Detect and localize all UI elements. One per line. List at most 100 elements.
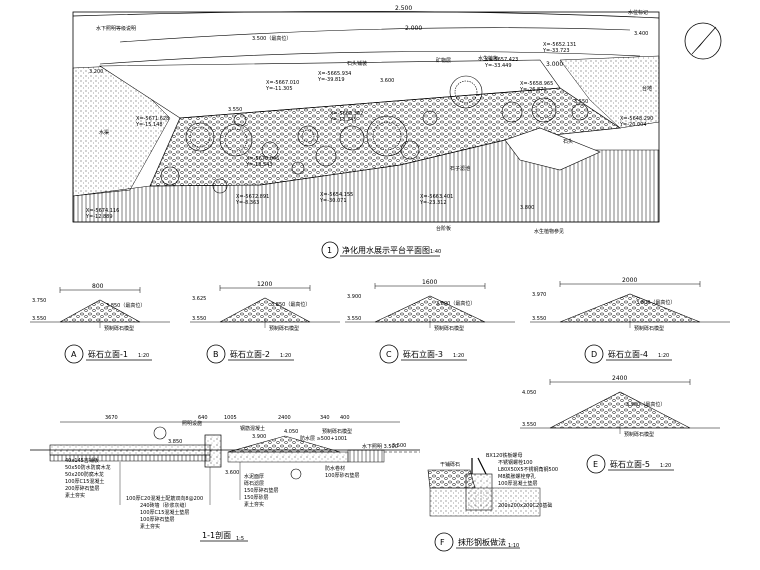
- coord-label: X=-5665.934: [318, 71, 351, 77]
- gravel-mound: [549, 391, 691, 429]
- coord-label: Y=-12.889: [85, 214, 113, 220]
- right-planting-zone: [559, 55, 660, 129]
- note-filter: 石子滤池: [450, 165, 470, 172]
- elevation-width: 1200: [257, 281, 272, 288]
- coord-label: Y=-15.148: [135, 122, 163, 128]
- note-channel: 水渠: [99, 129, 109, 136]
- elevation-note: 预制砾石模型: [104, 325, 134, 332]
- detail-f-scale: 1:10: [508, 543, 519, 549]
- coord-label: X=-5672.891: [236, 194, 269, 200]
- elevation-left-top: 3.750: [32, 298, 46, 304]
- detail-note: M8膨胀螺栓穿孔: [498, 473, 536, 480]
- coord-label: X=-5668.362: [330, 111, 363, 117]
- elevation-note: 预制砾石模型: [434, 325, 464, 332]
- sec-elev: 4.050: [284, 429, 298, 435]
- boundary-line: [72, 11, 660, 19]
- elevation-scale: 1:20: [453, 353, 464, 359]
- elev-bottom: 3.800: [520, 205, 534, 211]
- plan-title-circle: [321, 241, 339, 259]
- layer-left: 40x145吉铺板: [65, 457, 99, 464]
- coord-label: Y=-30.071: [319, 198, 347, 204]
- deck-layers: [49, 444, 211, 456]
- note-plant-ref: 水生植物参见: [534, 228, 564, 235]
- layer-right: 砾石滤层: [244, 480, 264, 487]
- elevation-base: 3.550: [347, 316, 361, 322]
- detail-note: BX120铁板螺母: [486, 452, 522, 459]
- elevation-title: 砾石立面-1: [88, 349, 128, 359]
- elev-right-inner: 3.550: [574, 99, 588, 105]
- elevation-top: 3.800（最高位）: [636, 299, 675, 306]
- elevation-scale: 1:20: [138, 353, 149, 359]
- plan-view: 2.500 2.000 3.000 3.500（最高位） 3.200 3.550…: [72, 5, 722, 259]
- coord-label: Y=-11.305: [265, 86, 293, 92]
- elevation-title: 砾石立面-4: [608, 349, 648, 359]
- layer-mid: 100厚碎石垫层: [140, 516, 175, 523]
- detail-note: 不锈钢螺栓100: [498, 459, 533, 466]
- coord-label: X=-5652.131: [543, 42, 576, 48]
- dim-top: 2.500: [395, 5, 412, 12]
- note-plants: 水生植物: [478, 55, 498, 62]
- elevation-base: 3.550: [522, 422, 536, 428]
- note-step: 台阶板: [436, 225, 451, 232]
- elevation-top: 3.800（最高位）: [436, 300, 475, 307]
- note-water-mark: 水位标记: [628, 9, 648, 16]
- elevation-width: 800: [92, 283, 104, 290]
- sec-elev: 3.600: [225, 470, 239, 476]
- elevation-base: 3.550: [532, 316, 546, 322]
- path-edge: [99, 51, 641, 65]
- note-paving: 石头铺装: [347, 60, 367, 67]
- elevation-title: 砾石立面-2: [230, 349, 270, 359]
- retaining-wall: [204, 434, 222, 468]
- note-mineral: 矿物层: [436, 57, 451, 64]
- mound-base: [227, 451, 349, 463]
- section-dimension: 640: [198, 415, 208, 421]
- coord-label: X=-5667.010: [266, 80, 299, 86]
- note-right: 100厚砂石垫层: [325, 472, 360, 479]
- layer-left: 50x200防腐木龙: [65, 471, 104, 478]
- elevation-scale: 1:20: [280, 353, 291, 359]
- section-callout-circle: [153, 426, 167, 440]
- note-side: 照明设施: [182, 420, 202, 427]
- elev-center: 3.600: [380, 78, 394, 84]
- elevation-title: 砾石立面-5: [610, 459, 650, 469]
- elevation-letter: C: [386, 350, 392, 359]
- coord-label: X=-5654.155: [320, 192, 353, 198]
- coord-label: X=-5657.423: [485, 57, 518, 63]
- section-scale: 1:5: [236, 536, 244, 542]
- coord-label: Y=-39.819: [317, 77, 345, 83]
- section-dimension: 340: [320, 415, 330, 421]
- layer-left: 素土夯实: [65, 492, 85, 499]
- detail-note: 100厚混凝土垫层: [498, 480, 538, 487]
- elev-inner: 3.550: [228, 107, 242, 113]
- elevation-scale: 1:20: [660, 463, 671, 469]
- detail-left-note: 干铺砾石: [440, 461, 460, 468]
- path-edge: [119, 27, 631, 43]
- elevation-letter-circle: [584, 344, 604, 364]
- elevation-base: 3.550: [32, 316, 46, 322]
- coord-label: X=-5648.290: [620, 116, 653, 122]
- section-dimension: 400: [340, 415, 350, 421]
- elevation-letter: A: [71, 350, 77, 359]
- section-dimension: 2400: [278, 415, 291, 421]
- layer-right: 150厚砂层: [244, 494, 269, 501]
- elevation-letter-circle: [64, 344, 84, 364]
- elevation-top: 3.850（最高位）: [106, 302, 145, 309]
- elev-left: 3.200: [89, 69, 103, 75]
- detail-callout-circle: [290, 468, 302, 480]
- layer-right: 素土夯实: [244, 501, 264, 508]
- elevation-left-top: 3.625: [192, 296, 206, 302]
- elevation-letter-circle: [206, 344, 226, 364]
- sec-elev: 3.900: [252, 434, 266, 440]
- water-body: [347, 449, 385, 463]
- coord-label: X=-5670.046: [246, 156, 279, 162]
- step-slab: [504, 127, 601, 171]
- note-terrace: 台地: [642, 85, 652, 92]
- elev-top: 3.500（最高位）: [252, 35, 291, 42]
- section-dimension: 3670: [105, 415, 118, 421]
- layer-left: 200厚碎石垫层: [65, 485, 100, 492]
